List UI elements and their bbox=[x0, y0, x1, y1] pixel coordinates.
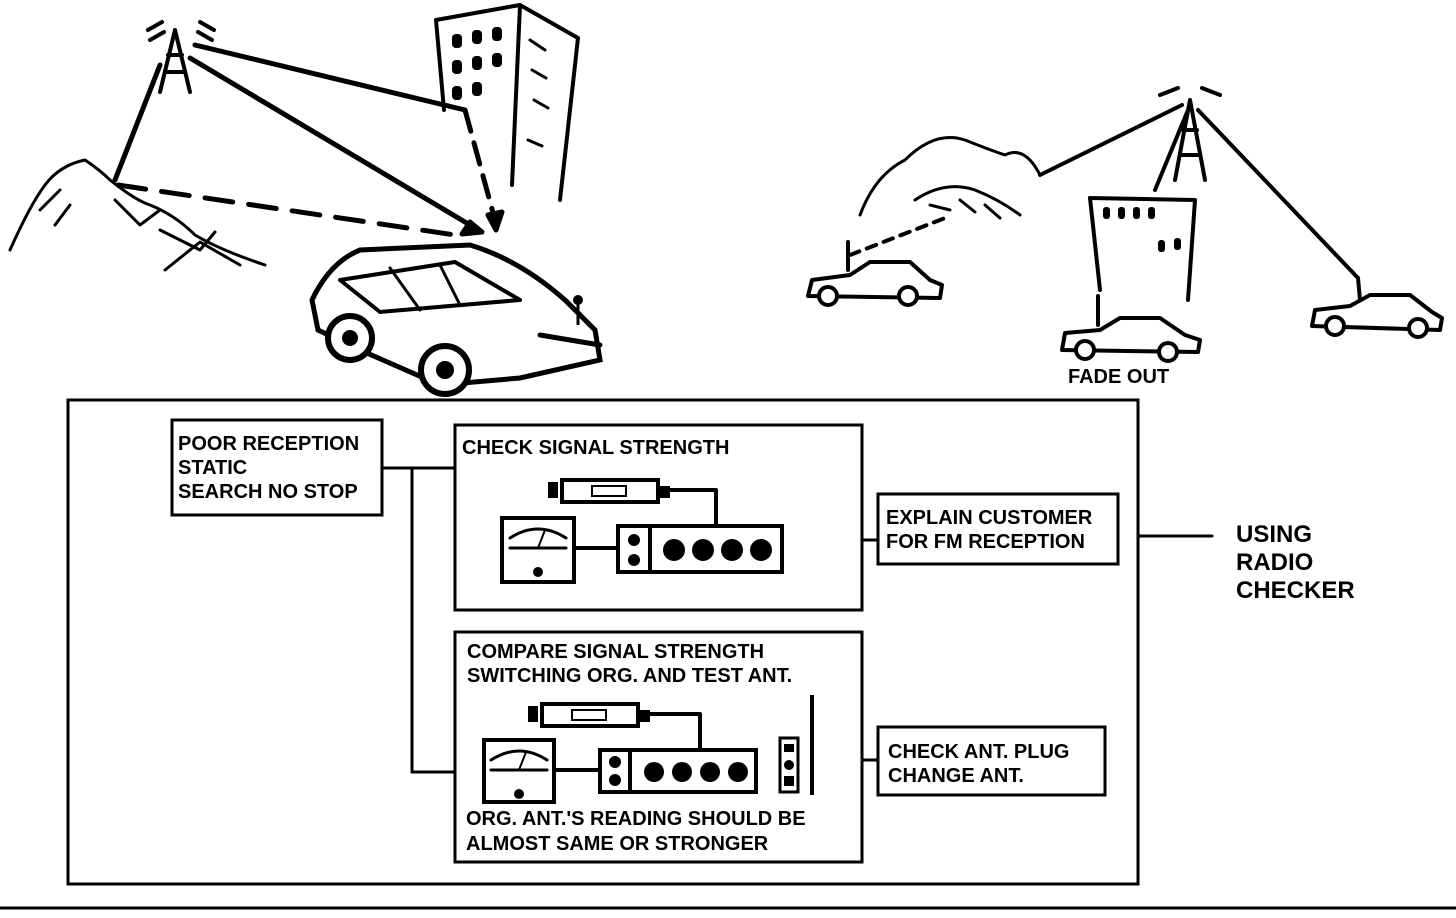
change-line-1: CHECK ANT. PLUG bbox=[888, 741, 1069, 763]
radio-checker-setup bbox=[482, 695, 814, 804]
meter-icon bbox=[500, 516, 576, 584]
fade-out-label: FADE OUT bbox=[1068, 366, 1169, 388]
car-icon bbox=[1310, 276, 1444, 339]
car-icon bbox=[1060, 294, 1202, 363]
mountain-icon bbox=[858, 136, 1042, 220]
flow-connectors bbox=[380, 466, 1214, 774]
meter-icon bbox=[482, 738, 556, 804]
side-label-line-1: USING bbox=[1236, 521, 1312, 548]
test-antenna-icon bbox=[778, 695, 814, 795]
explain-line-1: EXPLAIN CUSTOMER bbox=[886, 507, 1093, 529]
symptom-box bbox=[170, 418, 384, 517]
compare-title-line-2: SWITCHING ORG. AND TEST ANT. bbox=[467, 665, 792, 687]
radio-tower-icon bbox=[146, 20, 216, 94]
car-icon bbox=[309, 242, 603, 397]
radio-checker-icon bbox=[548, 478, 670, 504]
compare-note-line-2: ALMOST SAME OR STRONGER bbox=[466, 833, 769, 855]
building-icon bbox=[1088, 196, 1197, 302]
check-signal-title: CHECK SIGNAL STRENGTH bbox=[462, 437, 729, 459]
radio-checker-setup bbox=[500, 478, 784, 584]
antenna-switch-unit bbox=[598, 748, 758, 794]
signal-paths bbox=[848, 103, 1360, 280]
antenna-switch-unit bbox=[616, 524, 784, 574]
symptom-line-2: STATIC bbox=[178, 457, 247, 479]
right-scene: FADE OUT bbox=[806, 86, 1444, 388]
change-line-2: CHANGE ANT. bbox=[888, 765, 1024, 787]
building-icon bbox=[434, 3, 580, 202]
side-label-line-3: CHECKER bbox=[1236, 577, 1355, 604]
change-antenna-box bbox=[876, 725, 1107, 797]
car-icon bbox=[806, 240, 944, 307]
signal-paths bbox=[112, 42, 505, 238]
explain-customer-box bbox=[876, 492, 1120, 566]
radio-checker-icon bbox=[528, 702, 650, 728]
explain-line-2: FOR FM RECEPTION bbox=[886, 531, 1085, 553]
symptom-line-3: SEARCH NO STOP bbox=[178, 481, 358, 503]
left-scene bbox=[8, 3, 603, 397]
compare-note-line-1: ORG. ANT.'S READING SHOULD BE bbox=[466, 808, 806, 830]
symptom-line-1: POOR RECEPTION bbox=[178, 433, 359, 455]
side-label-line-2: RADIO bbox=[1236, 549, 1313, 576]
compare-title-line-1: COMPARE SIGNAL STRENGTH bbox=[467, 641, 764, 663]
flowchart-frame bbox=[66, 398, 1140, 886]
mountain-icon bbox=[8, 158, 267, 272]
radio-tower-icon bbox=[1158, 86, 1222, 182]
flowchart: POOR RECEPTION STATIC SEARCH NO STOP CHE… bbox=[66, 398, 1214, 886]
